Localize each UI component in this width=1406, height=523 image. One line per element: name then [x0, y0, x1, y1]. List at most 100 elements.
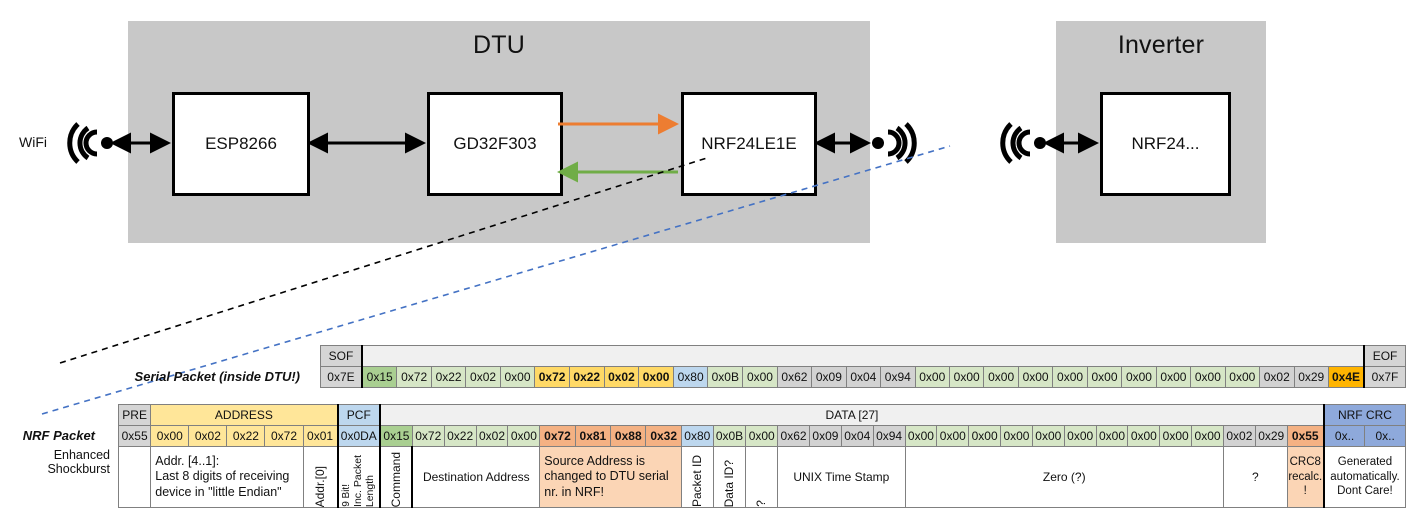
nrf-sublabel: Enhanced Shockburst [47, 448, 110, 476]
desc-destination-address: Destination Address [411, 446, 541, 508]
serial-row-cell-9: 0x80 [672, 366, 709, 388]
nrf-row-cell-12: 0x62 [777, 425, 810, 447]
crc-value-1: 0x.. [1364, 425, 1406, 447]
nrf-row-cell-19: 0x00 [1000, 425, 1033, 447]
desc-pcf: 9 Bit! Inc. Packet Length [337, 446, 382, 508]
address-header: ADDRESS [150, 404, 339, 426]
pre-header: PRE [117, 404, 152, 426]
eof-value: 0x7F [1363, 366, 1406, 388]
chip-nrf24le1e: NRF24LE1E [681, 92, 817, 196]
nrf-packet-table: PRE ADDRESS PCF DATA [27] NRF CRC 0x55 0… [117, 404, 1406, 508]
desc-nrf-crc: Generated automatically. Dont Care! [1322, 446, 1406, 508]
nrf-row-cell-23: 0x00 [1127, 425, 1161, 447]
serial-row-cell-22: 0x00 [1121, 366, 1157, 388]
desc-address-l2: Last 8 digits of receiving [155, 469, 290, 484]
serial-row-cell-4: 0x00 [499, 366, 536, 388]
desc-packet-id: Packet ID [680, 446, 714, 508]
serial-row-cell-25: 0x00 [1224, 366, 1261, 388]
block-diagram: DTU Inverter ESP8266 GD32F303 NRF24LE1E … [19, 21, 1266, 243]
nrf-row-cell-17: 0x00 [936, 425, 970, 447]
eof-header: EOF [1363, 345, 1406, 367]
nrf-row-cell-9: 0x80 [680, 425, 714, 447]
nrf-row-cell-0: 0x15 [379, 425, 413, 447]
serial-row-cell-6: 0x22 [568, 366, 605, 388]
address-value-2: 0x22 [226, 425, 266, 447]
serial-row-cell-28: 0x4E [1327, 366, 1365, 388]
inverter-enclosure: Inverter [1056, 21, 1266, 243]
desc-crc8-l1: CRC8 [1289, 456, 1321, 469]
desc-crc8-l3: ! [1303, 485, 1307, 498]
desc-question: ? [745, 446, 779, 508]
nrf-row-cell-2: 0x22 [443, 425, 477, 447]
serial-row-cell-5: 0x72 [534, 366, 570, 388]
nrf-crc-header: NRF CRC [1322, 404, 1406, 426]
desc-addr0: Addr.[0] [302, 446, 339, 508]
serial-row-cell-18: 0x00 [983, 366, 1019, 388]
nrf-row-cell-27: 0x29 [1254, 425, 1288, 447]
chip-gd32f303-label: GD32F303 [453, 134, 537, 153]
nrf-row-cell-20: 0x00 [1031, 425, 1065, 447]
nrf-row-cell-3: 0x02 [475, 425, 509, 447]
desc-address: Addr. [4..1]: Last 8 digits of receiving… [150, 446, 304, 508]
chip-nrf24-label: NRF24... [1131, 134, 1200, 153]
dtu-title: DTU [473, 31, 525, 59]
crc-value-0: 0x.. [1322, 425, 1366, 447]
nrf-row-cell-22: 0x00 [1095, 425, 1129, 447]
desc-pre-empty [117, 446, 152, 508]
nrf-description-row: Addr. [4..1]: Last 8 digits of receiving… [117, 446, 1406, 508]
nrf-row-cell-26: 0x02 [1222, 425, 1256, 447]
serial-row-cell-13: 0x09 [811, 366, 847, 388]
desc-unix-time-stamp: UNIX Time Stamp [777, 446, 906, 508]
chip-gd32f303: GD32F303 [427, 92, 563, 196]
desc-source-address: Source Address is changed to DTU serial … [539, 446, 682, 508]
serial-packet-label: Serial Packet (inside DTU!) [134, 369, 300, 384]
data-header: DATA [27] [379, 404, 1325, 426]
nrf-row-cell-8: 0x32 [645, 425, 682, 447]
pre-value: 0x55 [117, 425, 152, 447]
serial-row-cell-24: 0x00 [1190, 366, 1226, 388]
serial-row-cell-11: 0x00 [742, 366, 778, 388]
serial-row-cell-7: 0x02 [603, 366, 640, 388]
serial-row-cell-15: 0x94 [880, 366, 916, 388]
desc-nrf-crc-l1: Generated [1337, 455, 1393, 468]
chip-esp8266-label: ESP8266 [205, 134, 277, 153]
desc-source-l3: nr. in NRF! [544, 484, 605, 499]
nrf-row-cell-14: 0x04 [840, 425, 874, 447]
serial-row-cell-3: 0x02 [465, 366, 501, 388]
serial-row-cell-16: 0x00 [914, 366, 950, 388]
desc-source-l1: Source Address is [544, 453, 646, 468]
packet-tables: Serial Packet (inside DTU!) NRF Packet E… [0, 340, 1406, 523]
serial-row-cell-20: 0x00 [1052, 366, 1088, 388]
address-value-0: 0x00 [150, 425, 190, 447]
nrf-row-cell-15: 0x94 [872, 425, 906, 447]
nrf-row-cell-16: 0x00 [904, 425, 938, 447]
inverter-title: Inverter [1117, 31, 1205, 59]
serial-row-cell-14: 0x04 [845, 366, 882, 388]
address-value-3: 0x72 [264, 425, 304, 447]
desc-nrf-crc-l2: automatically. [1330, 470, 1400, 483]
nrf-row-cell-6: 0x81 [574, 425, 612, 447]
serial-row-cell-23: 0x00 [1155, 366, 1192, 388]
serial-row-cell-10: 0x0B [707, 366, 744, 388]
serial-row-cell-17: 0x00 [948, 366, 985, 388]
sof-value: 0x7E [319, 366, 363, 388]
serial-header-row: SOF EOF [319, 345, 1406, 367]
nrf-row-cell-13: 0x09 [808, 425, 842, 447]
desc-source-l2: changed to DTU serial [544, 469, 669, 484]
desc-tail-question: ? [1222, 446, 1288, 508]
address-value-4: 0x01 [302, 425, 339, 447]
desc-zero: Zero (?) [904, 446, 1224, 508]
pcf-value: 0x0DA [337, 425, 382, 447]
chip-nrf24le1e-label: NRF24LE1E [701, 134, 797, 153]
desc-address-l1: Addr. [4..1]: [155, 453, 220, 468]
serial-row-cell-2: 0x22 [430, 366, 467, 388]
serial-row-cell-27: 0x29 [1293, 366, 1329, 388]
desc-data-id: Data ID? [712, 446, 747, 508]
nrf-packet-label: NRF Packet [22, 428, 95, 443]
nrf-row-cell-24: 0x00 [1159, 425, 1193, 447]
serial-row-cell-26: 0x02 [1259, 366, 1295, 388]
nrf-header-row: PRE ADDRESS PCF DATA [27] NRF CRC [117, 404, 1406, 426]
serial-row-cell-1: 0x72 [396, 366, 432, 388]
sof-header: SOF [319, 345, 363, 367]
